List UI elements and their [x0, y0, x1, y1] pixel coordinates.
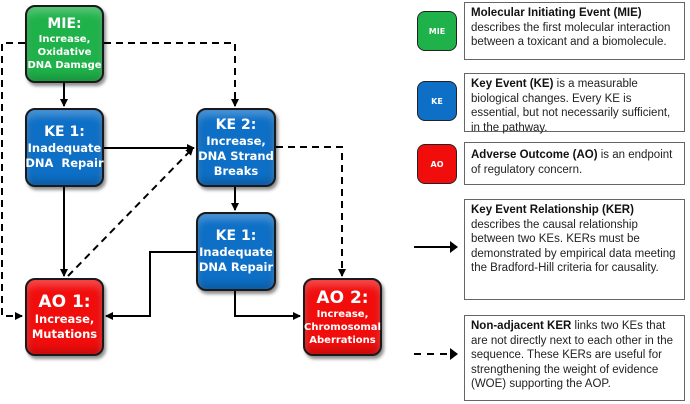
legend-ker-text: describes the causal relationship betwee…	[471, 218, 676, 275]
node-ao1-line: Mutations	[31, 327, 98, 341]
node-ke2-line: DNA Strand	[198, 148, 274, 163]
node-mie: MIE: Increase, Oxidative DNA Damage	[25, 5, 104, 83]
nonadj-ao1-ke2	[67, 147, 194, 277]
node-ke1-lower-title: KE 1:	[215, 228, 257, 244]
legend-ke-text: is a measurable biological changes. Ever…	[471, 78, 671, 134]
node-ke2: KE 2: Increase, DNA Strand Breaks	[196, 108, 276, 187]
node-ao2-title: AO 2:	[316, 287, 369, 308]
legend-box-ao: Adverse Outcome (AO) is an endpoint of r…	[464, 142, 685, 185]
legend-mie-term: Molecular Initiating Event (MIE)	[471, 7, 642, 19]
legend-nonadj-term: Non-adjacent KER	[471, 320, 572, 332]
node-mie-line: Increase,	[38, 34, 91, 45]
node-ao2-line: Aberrations	[309, 334, 376, 346]
node-mie-line: DNA Damage	[27, 60, 102, 71]
node-ke2-line: Increase,	[206, 133, 266, 148]
legend-swatch-ao: AO	[417, 144, 457, 184]
legend-swatch-ke: KE	[417, 81, 457, 121]
legend-box-nonadjacent-ker: Non-adjacent KER links two KEs that are …	[464, 315, 685, 401]
node-ke2-title: KE 2:	[215, 116, 257, 133]
legend-nonadj-text: links two KEs that are not directly next…	[471, 320, 674, 390]
node-mie-line: Oxidative	[37, 47, 92, 58]
legend-mie-text: describes the first molecular interactio…	[471, 21, 671, 49]
ker-ke1b-ao1	[105, 251, 196, 320]
node-ke1-lower-line: DNA Repair	[198, 260, 274, 274]
legend-ao-term: Adverse Outcome (AO)	[471, 149, 598, 161]
node-ao2: AO 2: Increase, Chromosomal Aberrations	[303, 278, 382, 356]
ker-ke1b-ao2	[234, 291, 301, 320]
node-ke1-lower: KE 1: Inadequate DNA Repair	[196, 212, 276, 291]
legend-box-ke: Key Event (KE) is a measurable biologica…	[464, 73, 685, 134]
legend-ao-text: is an endpoint of regulatory concern.	[471, 149, 673, 176]
node-ke1-line: DNA Repair	[25, 156, 104, 170]
nonadj-mie-ao1	[1, 42, 25, 320]
nonadj-mie-ke2	[104, 42, 239, 107]
legend-swatch-mie: MIE	[417, 11, 457, 51]
legend-box-mie: Molecular Initiating Event (MIE) describ…	[464, 2, 685, 60]
node-ao1-line: Increase,	[34, 312, 95, 326]
node-ke2-line: Breaks	[213, 163, 259, 178]
node-ke1: KE 1: Inadequate DNA Repair	[25, 108, 104, 187]
node-ao1-title: AO 1:	[38, 292, 91, 312]
node-ke1-line: Inadequate	[27, 141, 102, 155]
node-ao1: AO 1: Increase, Mutations	[25, 278, 104, 356]
legend-ke-term: Key Event (KE)	[471, 78, 554, 90]
legend-ker-term: Key Event Relationship (KER)	[471, 204, 634, 216]
legend-dashed-arrow-icon	[414, 348, 458, 360]
nonadj-ke2-ao2	[276, 146, 346, 277]
legend-box-ker: Key Event Relationship (KER) describes t…	[464, 199, 685, 300]
node-ke1-lower-line: Inadequate	[199, 245, 273, 259]
node-ao2-line: Increase,	[316, 308, 369, 320]
node-ke1-title: KE 1:	[44, 124, 85, 140]
node-ao2-line: Chromosomal	[304, 321, 381, 333]
node-mie-title: MIE:	[47, 16, 82, 32]
legend-solid-arrow-icon	[414, 241, 458, 253]
